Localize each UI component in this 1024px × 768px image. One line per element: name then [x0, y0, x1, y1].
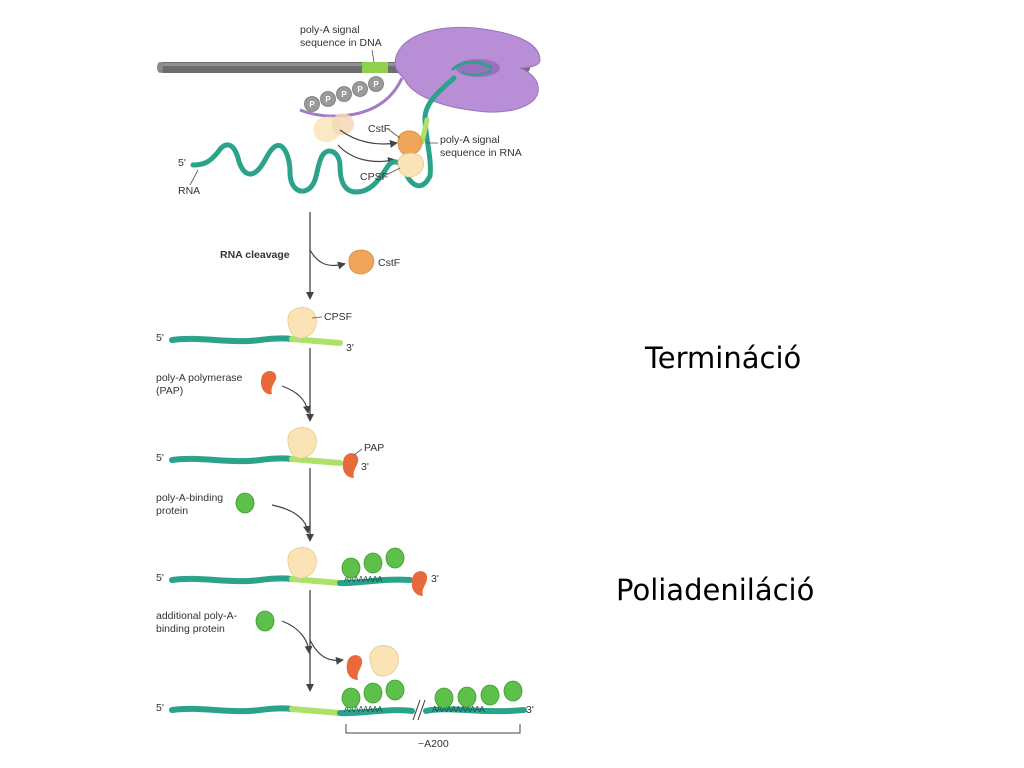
arrow-icon: [281, 620, 313, 654]
cstf-label: CstF: [368, 123, 390, 135]
phosphate-label: P: [341, 90, 347, 99]
rna-label: RNA: [178, 185, 200, 197]
additional-pabp-step: additional poly-A- binding protein: [156, 610, 399, 680]
polyadenylation-title: Poliadeniláció: [616, 573, 814, 607]
five-prime-label: 5': [156, 702, 164, 714]
termination-title: Termináció: [644, 341, 801, 375]
cpsf-icon: [287, 307, 317, 339]
poly-a-signal-dna-label: poly-A signal: [300, 24, 360, 36]
poly-a-tail-label: AAAAAAAA: [344, 705, 383, 714]
poly-a-signal-rna-label-line2: sequence in RNA: [440, 147, 522, 159]
rna-row-pabp: 5' AAAAAAAA 3': [156, 547, 439, 596]
poly-a-binding-protein-icon: [385, 679, 405, 701]
rna-row-cleaved: 5' CPSF 3': [156, 307, 354, 354]
arrow-icon: [309, 249, 346, 270]
rna-cleavage-step: RNA cleavage CstF: [220, 249, 400, 275]
poly-a-binding-protein-icon: [503, 680, 523, 702]
poly-a-binding-protein-icon: [341, 557, 361, 579]
poly-a-tail-label-long: AAAAAAAAAAA: [432, 705, 485, 714]
cpsf-icon: [287, 547, 317, 579]
cstf-icon: [331, 113, 355, 136]
cstf-icon: [397, 130, 423, 156]
arrow-icon: [281, 385, 311, 414]
arrow-icon: [337, 144, 396, 166]
poly-a-binding-protein-icon: [385, 547, 405, 569]
poly-a-binding-protein-icon: [363, 682, 383, 704]
rna-row-pap: 5' PAP 3': [156, 427, 384, 478]
pabp-step: poly-A-binding protein: [156, 492, 311, 534]
pap-label: PAP: [364, 442, 384, 454]
additional-pabp-label-line2: binding protein: [156, 623, 225, 635]
poly-a-binding-protein-icon: [480, 684, 500, 706]
poly-a-binding-protein-icon: [255, 610, 275, 632]
cpsf-bound-label: CPSF: [324, 311, 352, 323]
poly-a-signal-rna-label: poly-A signal: [440, 134, 500, 146]
pap-factor-label-line2: (PAP): [156, 385, 183, 397]
phosphate-label: P: [309, 100, 315, 109]
cpsf-icon: [369, 645, 399, 677]
phosphate-label: P: [357, 85, 363, 94]
five-prime-label: 5': [156, 572, 164, 584]
rna-strand: [190, 75, 457, 195]
cpsf-label: CPSF: [360, 171, 388, 183]
tail-length-label: ~A200: [418, 738, 449, 750]
rna-row-final: 5' AAAAAAAA AAAAAAAAAAA 3' ~A200: [156, 679, 534, 750]
poly-a-tail-label: AAAAAAAA: [344, 575, 383, 584]
tail-length-bracket: [345, 724, 521, 734]
five-prime-label: 5': [178, 157, 186, 169]
pap-icon: [411, 571, 428, 596]
dna-poly-a-signal: [362, 62, 388, 73]
cstf-released-label: CstF: [378, 257, 400, 269]
pap-icon: [342, 453, 359, 478]
three-prime-label: 3': [526, 704, 534, 716]
poly-a-binding-protein-icon: [457, 686, 477, 708]
arrow-icon: [309, 639, 344, 665]
phosphate-label: P: [325, 95, 331, 104]
poly-a-binding-protein-icon: [434, 687, 454, 709]
rna-cleavage-label: RNA cleavage: [220, 249, 290, 261]
pabp-label: poly-A-binding: [156, 492, 223, 504]
poly-a-binding-protein-icon: [363, 552, 383, 574]
pap-factor-label: poly-A polymerase: [156, 372, 243, 384]
five-prime-label: 5': [156, 332, 164, 344]
phosphate-icon: P P P P P: [304, 76, 384, 112]
poly-a-signal-dna-label-line2: sequence in DNA: [300, 37, 382, 49]
arrow-icon: [271, 504, 311, 534]
phosphate-label: P: [373, 80, 379, 89]
pap-icon: [260, 370, 277, 395]
three-prime-label: 3': [361, 461, 369, 473]
three-prime-label: 3': [431, 573, 439, 585]
cpsf-icon: [397, 152, 424, 178]
pabp-label-line2: protein: [156, 505, 188, 517]
cstf-icon: [348, 249, 375, 275]
pap-icon: [346, 655, 363, 680]
three-prime-label: 3': [346, 342, 354, 354]
poly-a-binding-protein-icon: [235, 492, 255, 514]
transcription-complex: P P P P P poly-A signal sequence in DNA …: [157, 24, 541, 197]
arrow-icon: [339, 129, 398, 148]
five-prime-label: 5': [156, 452, 164, 464]
poly-a-binding-protein-icon: [341, 687, 361, 709]
additional-pabp-label: additional poly-A-: [156, 610, 238, 622]
pap-step: poly-A polymerase (PAP): [156, 370, 311, 414]
cpsf-icon: [287, 427, 317, 459]
